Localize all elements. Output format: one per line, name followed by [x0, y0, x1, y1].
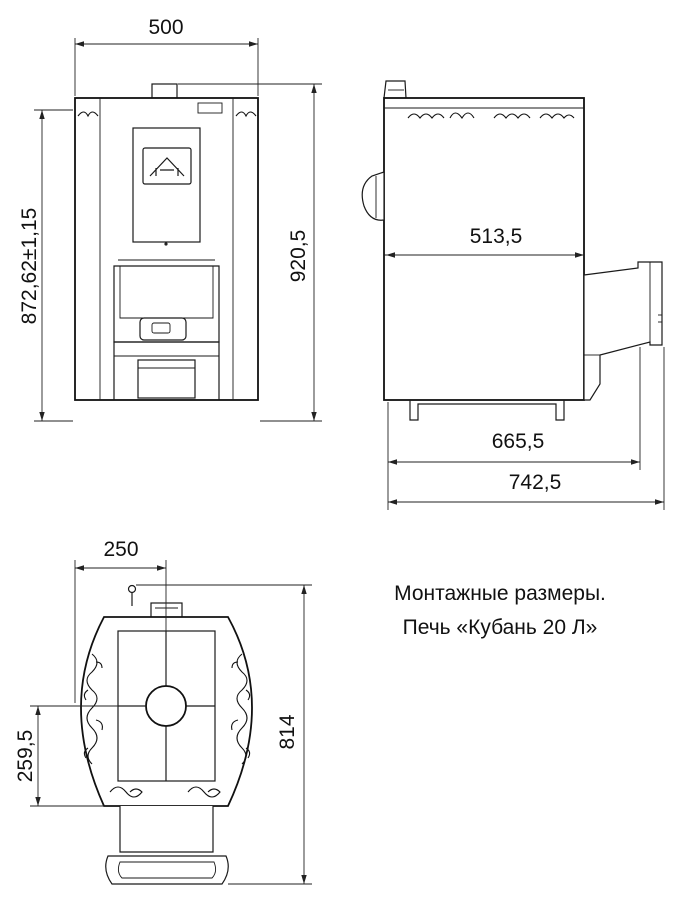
side-ornament-band: [407, 112, 575, 120]
top-firebox-extension: [119, 806, 214, 853]
house-emblem-icon: [142, 147, 192, 185]
ash-drawer: [137, 359, 196, 399]
top-ornament-bottom-right: [187, 786, 221, 798]
top-ornament-bottom-left: [109, 786, 143, 798]
dim-front-width: 500: [148, 16, 183, 39]
dim-front-height-right: 920,5: [287, 230, 310, 283]
top-ornament-right: [236, 653, 248, 765]
front-ash-area: [113, 341, 220, 401]
side-body: [383, 97, 585, 401]
side-handle: [361, 171, 385, 221]
top-burner-circle: [145, 685, 187, 727]
front-ornament-right: [235, 111, 257, 118]
dim-top-offset: 259,5: [14, 730, 37, 783]
side-top-stub: [383, 80, 407, 99]
front-body: [74, 97, 259, 401]
dim-side-total-depth: 742,5: [509, 471, 562, 494]
dim-front-height-left: 872,62±1,15: [18, 208, 41, 325]
side-legs: [409, 400, 565, 421]
side-view: 513,5 665,5 742,5: [361, 80, 665, 510]
front-chimney-pipe: [151, 83, 178, 99]
dim-top-depth: 814: [276, 714, 299, 749]
top-ornament-left: [86, 653, 98, 765]
dim-top-width: 250: [103, 538, 138, 561]
front-ornament-left: [77, 111, 99, 118]
dim-side-body-depth: 513,5: [470, 225, 523, 248]
caption-model: Печь «Кубань 20 Л»: [402, 616, 598, 639]
top-view: 250 259,5 814: [14, 538, 312, 885]
top-firebox-door: [105, 855, 229, 885]
caption-title: Монтажные размеры.: [394, 582, 606, 605]
front-label-plate: [197, 102, 223, 114]
front-view: 500 872,62±1,15 920,5: [18, 16, 322, 422]
dim-side-legs-depth: 665,5: [492, 430, 545, 453]
front-upper-door: [132, 127, 201, 243]
firebox-door-handle: [139, 317, 187, 341]
